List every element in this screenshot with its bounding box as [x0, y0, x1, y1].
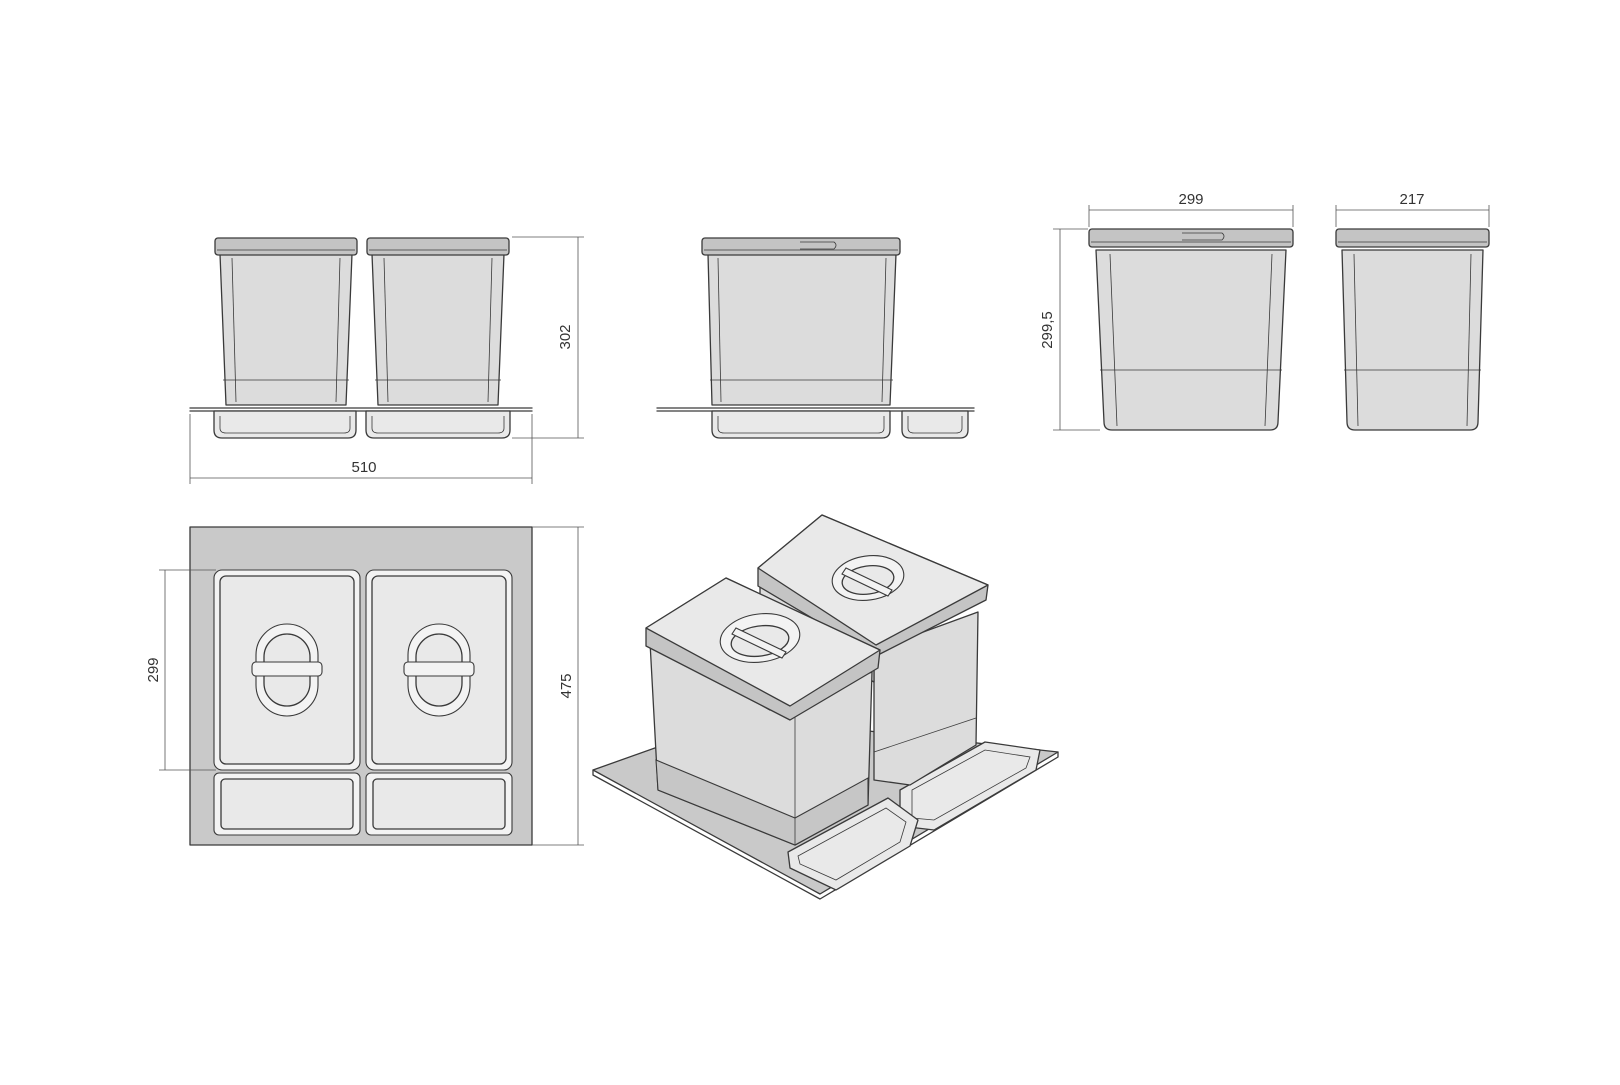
dim-plan-bin-length: 299 [145, 657, 162, 682]
dim-plan-depth: 475 [558, 673, 575, 698]
dim-bin-depth: 217 [1399, 191, 1424, 208]
isometric-view [592, 514, 1059, 900]
dim-bin-width: 299 [1178, 191, 1203, 208]
plan-view [159, 526, 584, 846]
plan-handle-right [403, 623, 475, 717]
dim-front-height: 302 [557, 324, 574, 349]
dim-bin-height: 299,5 [1039, 311, 1056, 349]
side-view [656, 237, 975, 439]
dim-front-width: 510 [351, 459, 376, 476]
bin-front-view [1053, 205, 1294, 431]
bin-side-view [1335, 205, 1490, 431]
front-view [189, 236, 584, 484]
plan-handle-left [251, 623, 323, 717]
